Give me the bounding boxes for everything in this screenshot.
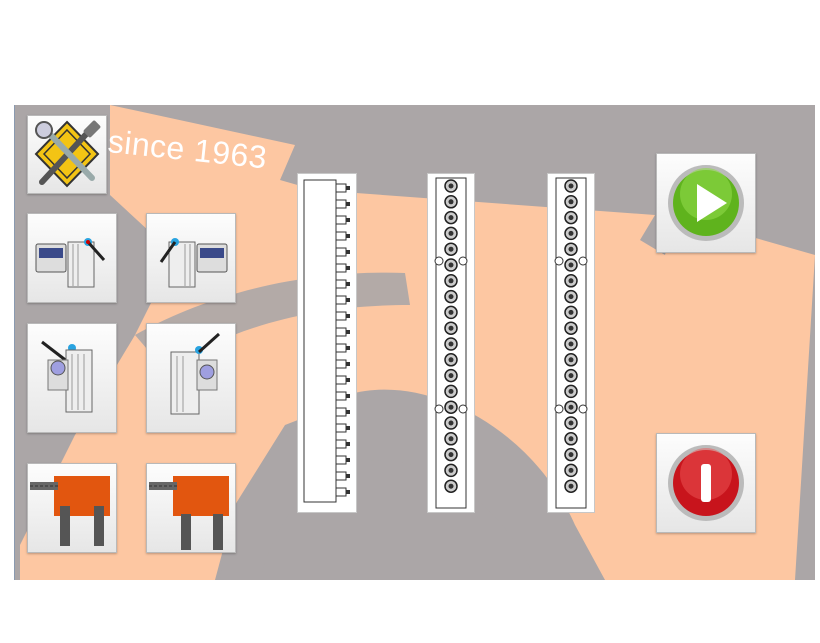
connector-column-icon: [554, 177, 588, 509]
settings-button[interactable]: [27, 115, 107, 194]
terminal-strip-connectors-icon: [303, 179, 350, 503]
machine-view-tile-3[interactable]: [27, 323, 117, 433]
machine-view-tile-1[interactable]: [27, 213, 117, 303]
tools-settings-icon: [34, 120, 101, 188]
terminal-strip-1[interactable]: [297, 173, 357, 513]
machine-side-left-icon: [41, 340, 93, 413]
orange-block-left-icon: [30, 476, 110, 546]
connector-block-tile-1[interactable]: [27, 463, 117, 553]
stop-button[interactable]: [656, 433, 756, 533]
connector-column-icon: [434, 177, 468, 509]
machine-view-tile-2[interactable]: [146, 213, 236, 303]
connector-column-2[interactable]: [547, 173, 595, 513]
machine-view-tile-4[interactable]: [146, 323, 236, 433]
machine-controller-right-icon: [159, 238, 228, 288]
orange-block-right-icon: [149, 476, 229, 550]
machine-controller-left-icon: [35, 238, 106, 288]
connector-column-1[interactable]: [427, 173, 475, 513]
play-button[interactable]: [656, 153, 756, 253]
main-panel: since 1963: [14, 105, 815, 580]
connector-block-tile-2[interactable]: [146, 463, 236, 553]
machine-side-right-icon: [170, 332, 221, 415]
stop-icon: [668, 445, 744, 521]
play-icon: [668, 165, 744, 241]
